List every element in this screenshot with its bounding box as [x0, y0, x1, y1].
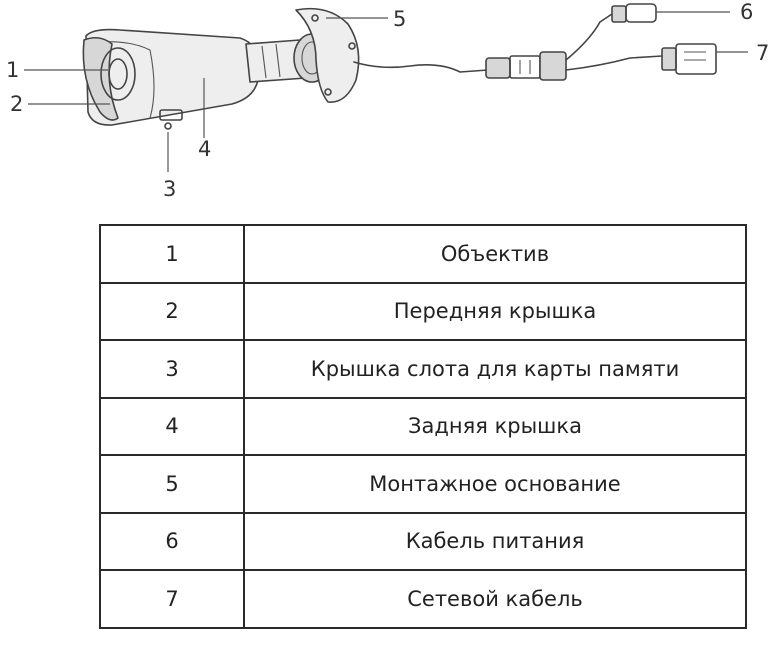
table-row: 2 Передняя крышка	[99, 281, 747, 341]
table-row: 7 Сетевой кабель	[99, 569, 747, 629]
part-number: 1	[99, 224, 245, 284]
callout-3: 3	[163, 177, 176, 201]
callout-1: 1	[6, 58, 19, 82]
part-name: Объектив	[243, 224, 747, 284]
part-number: 2	[99, 281, 245, 341]
callout-4: 4	[198, 137, 211, 161]
part-name: Монтажное основание	[243, 454, 747, 514]
part-name: Передняя крышка	[243, 281, 747, 341]
part-name: Крышка слота для карты памяти	[243, 339, 747, 399]
table-row: 6 Кабель питания	[99, 511, 747, 571]
main-cable	[353, 61, 489, 73]
memory-slot-cover	[159, 109, 183, 130]
part-name: Задняя крышка	[243, 396, 747, 456]
callout-6: 6	[740, 0, 753, 24]
network-cable	[565, 43, 717, 75]
table-row: 3 Крышка слота для карты памяти	[99, 339, 747, 399]
part-number: 5	[99, 454, 245, 514]
callout-5: 5	[393, 7, 406, 31]
cable-junction	[485, 51, 567, 81]
part-name: Кабель питания	[243, 511, 747, 571]
part-number: 6	[99, 511, 245, 571]
part-name: Сетевой кабель	[243, 569, 747, 629]
part-number: 7	[99, 569, 245, 629]
part-number: 4	[99, 396, 245, 456]
power-cable	[565, 3, 657, 61]
part-number: 3	[99, 339, 245, 399]
lens	[100, 47, 136, 101]
table-row: 4 Задняя крышка	[99, 396, 747, 456]
mounting-base	[295, 7, 360, 103]
callout-7: 7	[756, 41, 769, 65]
camera-diagram: 1 2 3 4 5 6 7	[6, 0, 769, 201]
table-row: 1 Объектив	[99, 224, 747, 284]
table-row: 5 Монтажное основание	[99, 454, 747, 514]
callout-2: 2	[10, 92, 23, 116]
leader-lines	[24, 11, 748, 172]
parts-table: 1 Объектив 2 Передняя крышка 3 Крышка сл…	[99, 224, 747, 629]
